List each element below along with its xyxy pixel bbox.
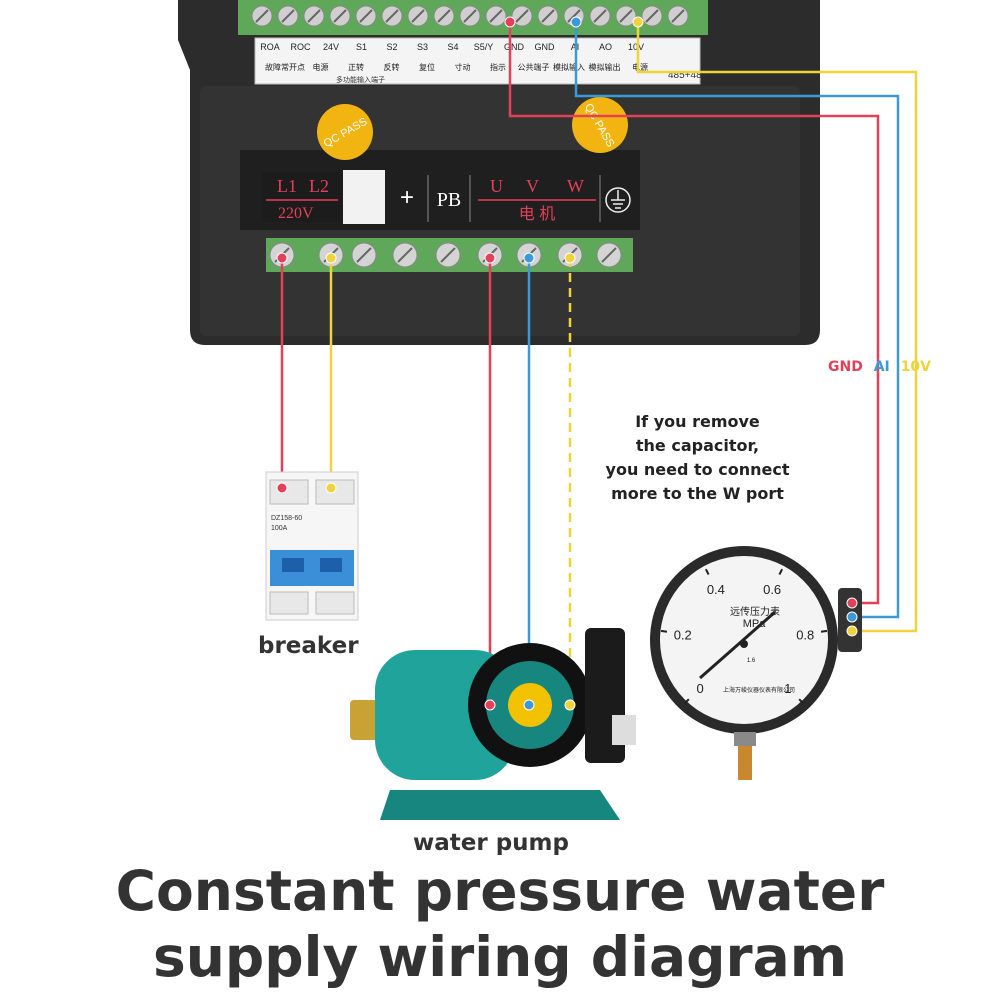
gauge-tick-label: 0.4 <box>707 582 725 597</box>
capacitor-note: If you remove the capacitor, you need to… <box>585 410 810 506</box>
l2-label: L2 <box>309 176 329 196</box>
terminal-cn-label: 指示 <box>490 62 506 72</box>
terminal-label: S4 <box>447 42 458 52</box>
terminal-label: 24V <box>323 42 339 52</box>
terminal-cn-label: 故障常开点 <box>265 62 305 72</box>
wire-ai <box>574 22 900 619</box>
pressure-gauge: 0 0.2 0.4 0.6 0.8 1 远传压力表 MPa 1.6 上海万峻仪器仪表有限公… <box>650 546 862 780</box>
terminal-cn-label: 模拟输入 <box>553 62 585 72</box>
terminal-label: S1 <box>356 42 367 52</box>
wire-gnd <box>508 22 880 605</box>
pump-label: water pump <box>413 830 569 856</box>
gauge-needle <box>699 610 776 680</box>
title-line-1: Constant pressure water <box>115 859 885 923</box>
terminal-label: S3 <box>417 42 428 52</box>
connection-dots <box>276 16 858 711</box>
u-label: U <box>490 176 503 196</box>
page-title: Constant pressure water supply wiring di… <box>0 858 1000 990</box>
gauge-maker: 上海万峻仪器仪表有限公司 <box>723 686 795 694</box>
gauge-unit: MPa <box>743 618 767 630</box>
gauge-tick-label: 1 <box>784 681 791 696</box>
gauge-tick-label: 0 <box>697 681 704 696</box>
gauge-tick <box>704 568 710 575</box>
w-label: W <box>567 176 584 196</box>
gauge-tick <box>778 568 784 575</box>
breaker: DZ158-60 100A <box>265 471 359 621</box>
v10-signal-label: 10V <box>900 359 931 375</box>
terminal-cn-label: 电源 <box>632 62 648 72</box>
terminal-cn-label: 公共端子 <box>518 62 550 72</box>
rs485-label: 485+485- <box>668 70 711 81</box>
terminal-cn-label: 复位 <box>419 62 435 72</box>
terminal-label: AO <box>599 42 612 52</box>
note-line: If you remove <box>635 412 760 431</box>
breaker-label: breaker <box>258 633 359 659</box>
terminal-label: S5/Y <box>474 42 494 52</box>
title-line-2: supply wiring diagram <box>152 925 848 989</box>
ai-signal-label: AI <box>873 359 890 375</box>
wire-10v <box>636 22 918 633</box>
gauge-tick <box>660 629 668 633</box>
terminal-cn-label: 电源 <box>313 62 329 72</box>
gauge-tick-label: 0.8 <box>796 627 814 642</box>
gnd-signal-label: GND <box>828 359 863 375</box>
gauge-tick-label: 0.6 <box>763 582 781 597</box>
terminal-label: S2 <box>386 42 397 52</box>
terminal-label: ROA <box>260 42 280 52</box>
power-terminal-block <box>266 238 633 272</box>
signal-legend: GND AI 10V <box>828 359 937 375</box>
gauge-tick <box>820 629 828 633</box>
v-label: V <box>526 176 539 196</box>
terminal-cn-label: 反转 <box>384 62 400 72</box>
terminal-cn-label: 正转 <box>348 62 364 72</box>
note-line: you need to connect <box>605 460 790 479</box>
ground-icon <box>605 187 631 213</box>
terminal-cn-label: 寸动 <box>455 62 471 72</box>
pb-label: PB <box>437 189 461 211</box>
terminal-label: GND <box>504 42 525 52</box>
water-pump <box>350 628 636 820</box>
terminal-label: 10V <box>628 42 644 52</box>
qc-sticker-right: QC PASS <box>572 97 628 153</box>
terminal-cn-label: 模拟输出 <box>589 62 621 72</box>
voltage-label: 220V <box>278 205 314 222</box>
gauge-class: 1.6 <box>747 658 756 664</box>
gauge-tick-label: 0.2 <box>674 627 692 642</box>
note-line: the capacitor, <box>635 436 760 455</box>
breaker-rating: 100A <box>271 525 288 532</box>
power-label-strip: L1 L2 220V + PB U V W 电 机 <box>262 170 631 224</box>
breaker-model: DZ158-60 <box>271 515 302 522</box>
multi-input-label: 多功能输入端子 <box>336 75 385 84</box>
qc-sticker-left: QC PASS <box>317 104 373 160</box>
wires <box>280 22 918 705</box>
gauge-tick <box>798 698 805 705</box>
plus-label: + <box>400 184 414 211</box>
motor-label: 电 机 <box>519 205 555 223</box>
gauge-tick <box>683 698 690 705</box>
gauge-name: 远传压力表 <box>730 605 780 618</box>
terminal-label: GND <box>535 42 556 52</box>
terminal-label: ROC <box>291 42 312 52</box>
l1-label: L1 <box>277 176 297 196</box>
note-line: more to the W port <box>611 484 784 503</box>
